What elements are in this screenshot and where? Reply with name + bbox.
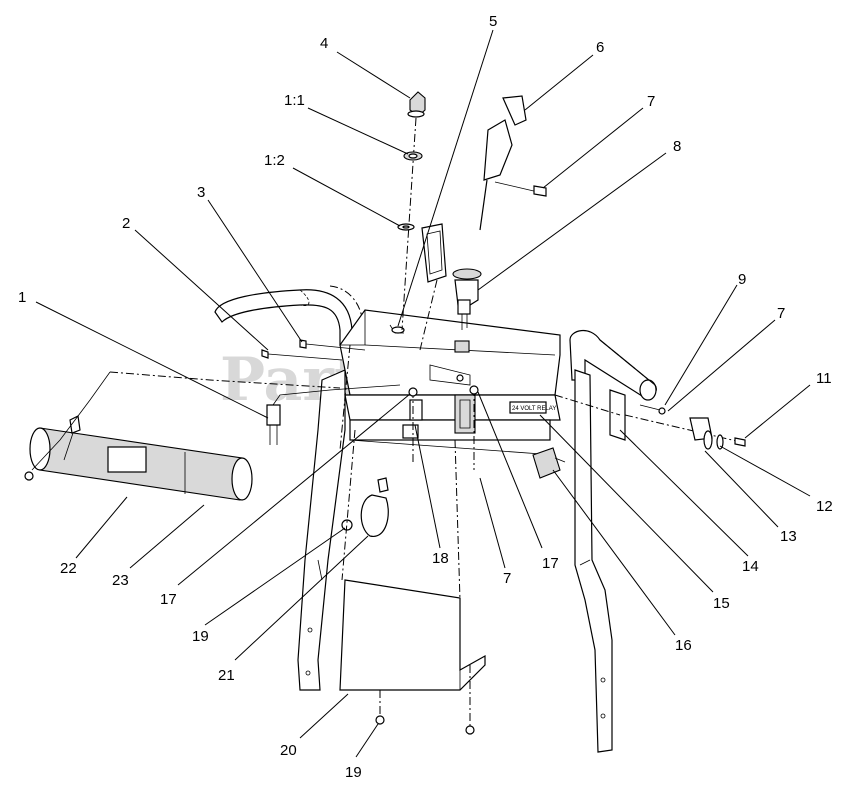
callout-1: 1 (18, 289, 26, 306)
cable-clamp (341, 477, 389, 537)
callout-7-right: 7 (777, 305, 785, 322)
bezel (421, 223, 447, 283)
switch-cluster (402, 385, 479, 470)
callout-6: 6 (596, 39, 604, 56)
callout-19-left: 19 (192, 628, 209, 645)
relay (532, 447, 566, 479)
leader-lines (35, 29, 811, 758)
side-fittings (609, 389, 746, 450)
callout-7-top: 7 (647, 93, 655, 110)
callout-18: 18 (432, 550, 449, 567)
callout-5: 5 (489, 13, 497, 30)
harness-connector (109, 371, 401, 445)
callout-20: 20 (280, 742, 297, 759)
explode-lines (339, 279, 621, 601)
callout-1-2: 1:2 (264, 152, 285, 169)
callout-17-right: 17 (542, 555, 559, 572)
battery-bracket (339, 579, 486, 735)
key-switch (397, 91, 426, 331)
callout-8: 8 (673, 138, 681, 155)
handle-assembly: 24 VOLT RELAY (214, 285, 657, 753)
callout-22: 22 (60, 560, 77, 577)
throttle-lever (479, 95, 547, 231)
callout-12: 12 (816, 498, 833, 515)
callout-4: 4 (320, 35, 328, 52)
callout-3: 3 (197, 184, 205, 201)
callout-19-bottom: 19 (345, 764, 362, 781)
callout-17-left: 17 (160, 591, 177, 608)
callout-9: 9 (738, 271, 746, 288)
callout-21: 21 (218, 667, 235, 684)
callout-23: 23 (112, 572, 129, 589)
callout-16: 16 (675, 637, 692, 654)
long-bolts (261, 339, 366, 361)
callout-13: 13 (780, 528, 797, 545)
battery-canister (24, 371, 253, 501)
callout-2: 2 (122, 215, 130, 232)
callout-7-bottom: 7 (503, 570, 511, 587)
relay-label: 24 VOLT RELAY (512, 406, 556, 412)
callout-11: 11 (816, 370, 832, 387)
callout-1-1: 1:1 (284, 92, 305, 109)
callout-labels: 1 1:1 1:2 2 3 4 5 6 7 8 9 7 11 12 13 14 … (18, 13, 833, 781)
choke-knob (452, 268, 482, 330)
callout-14: 14 (742, 558, 759, 575)
callout-15: 15 (713, 595, 730, 612)
